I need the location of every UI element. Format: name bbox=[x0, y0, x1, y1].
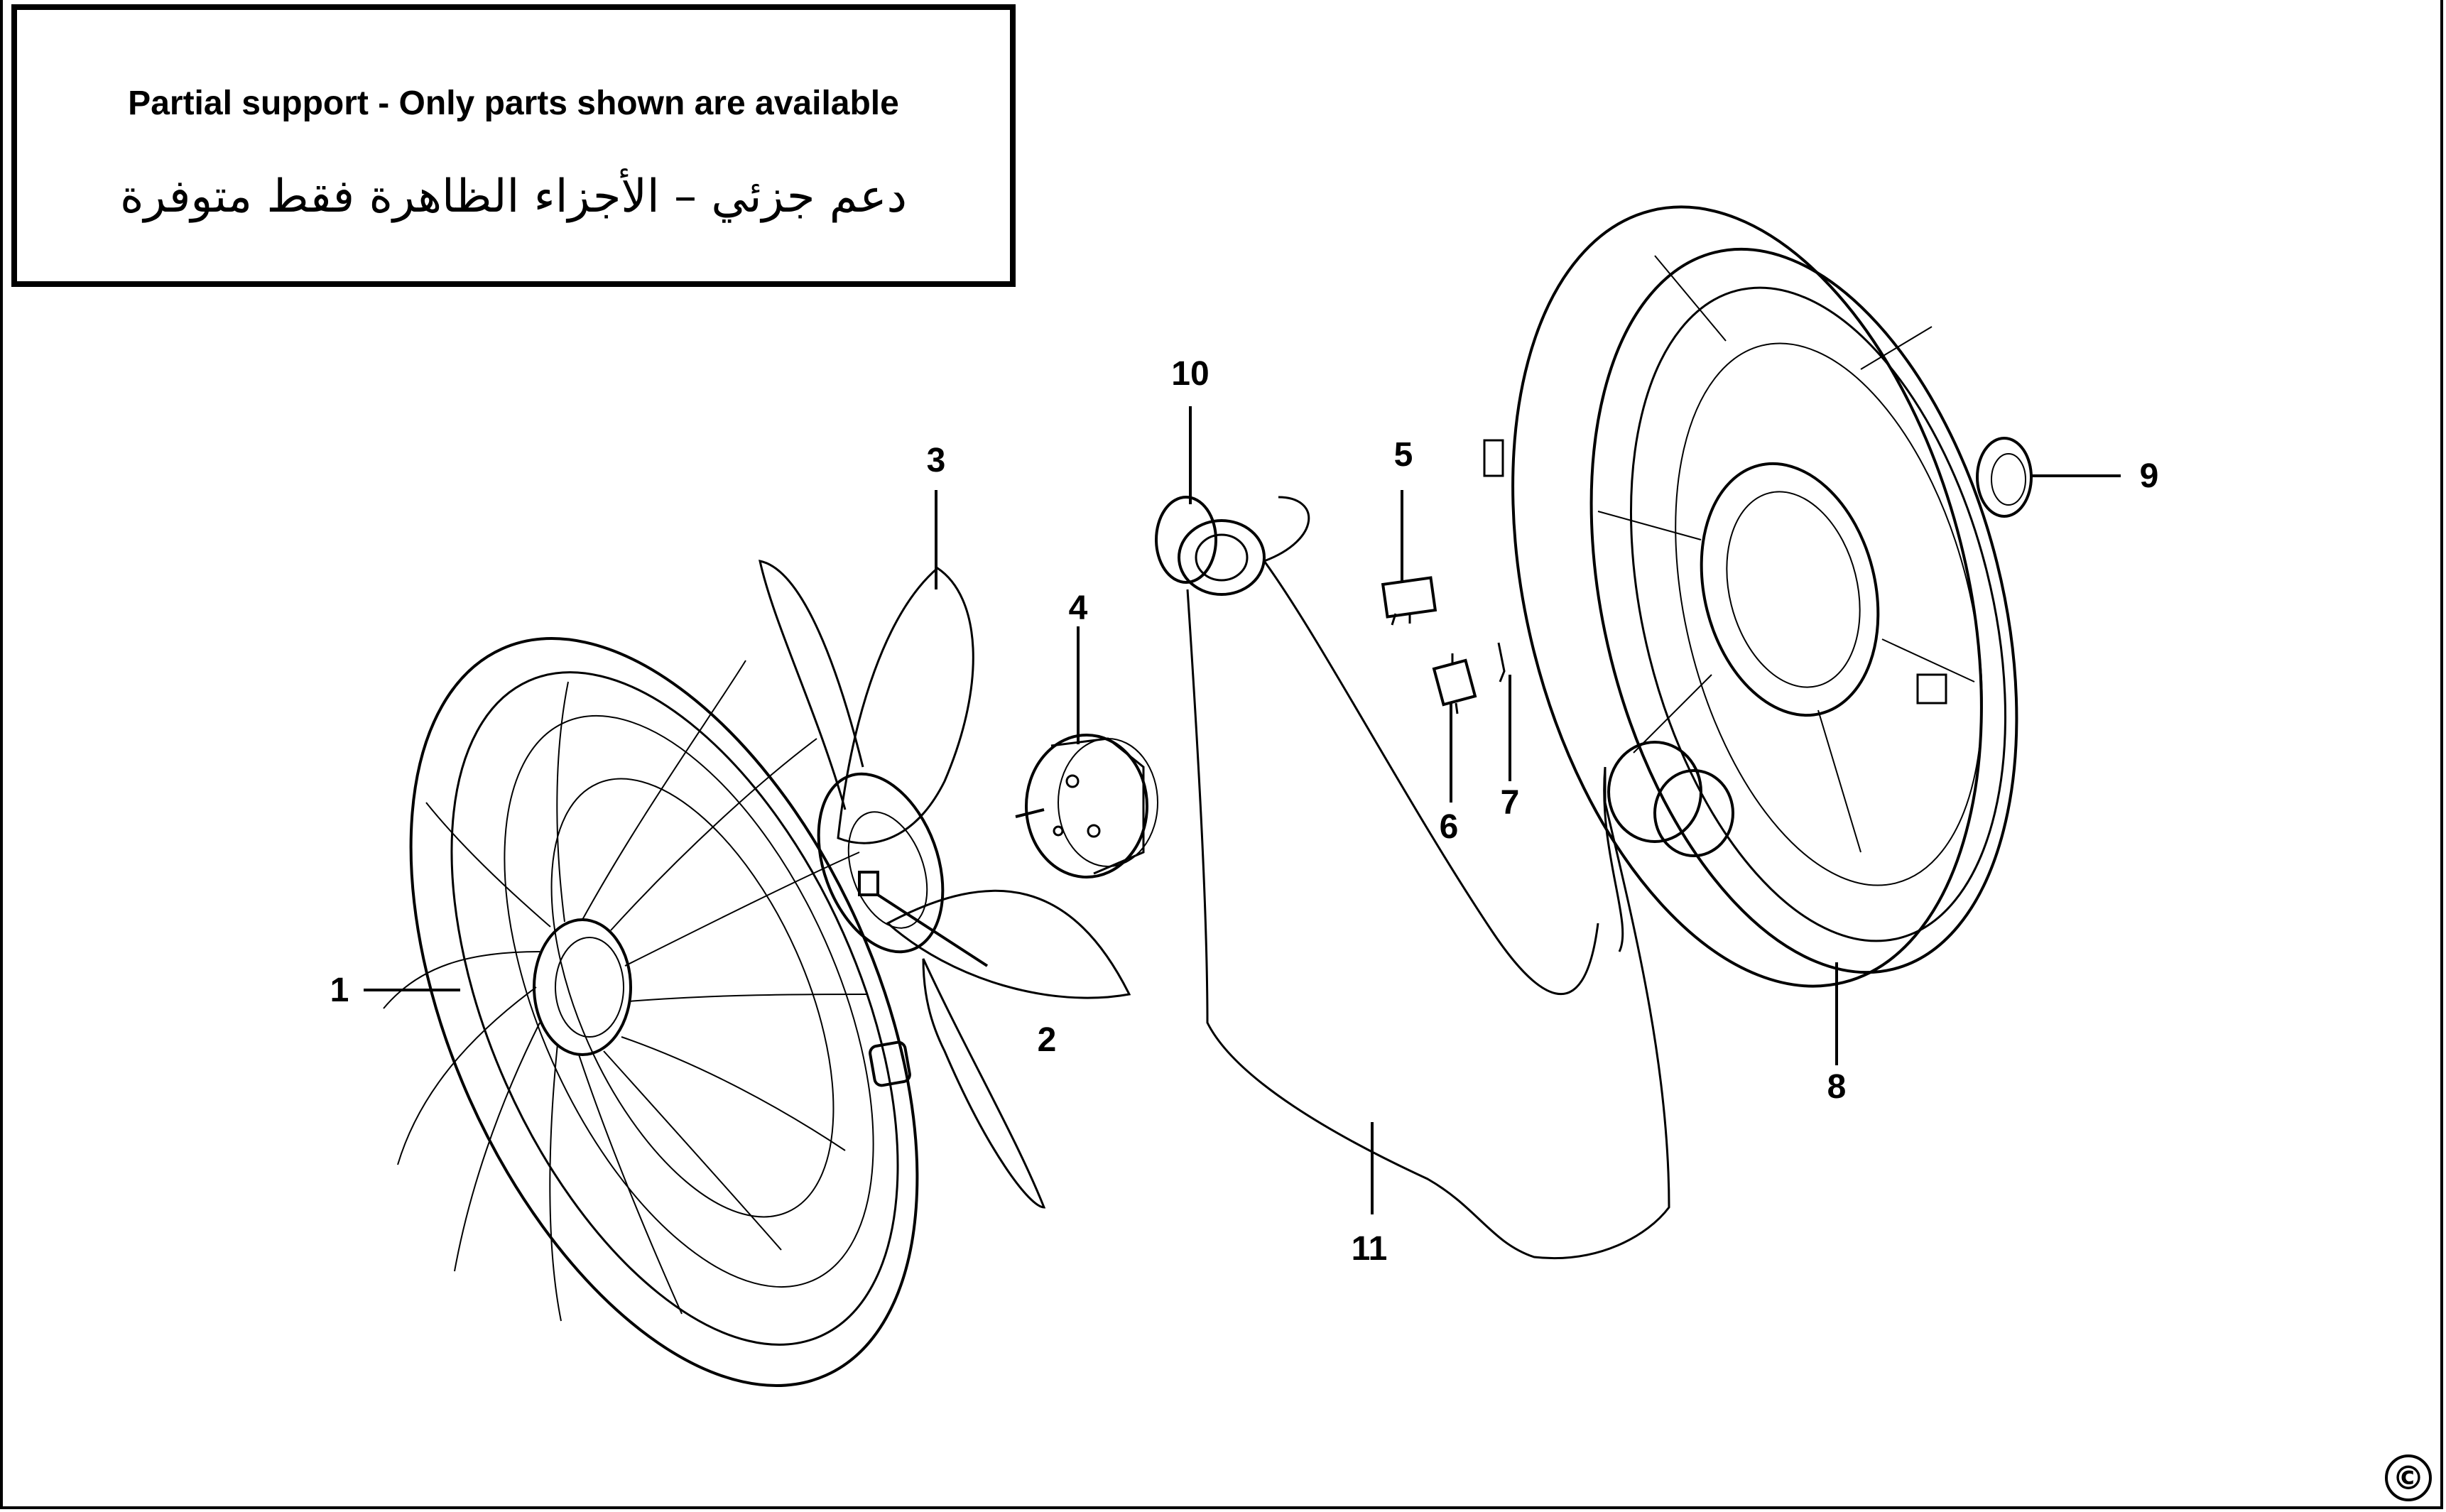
callout-10: 10 bbox=[1171, 355, 1209, 393]
blade-nut bbox=[858, 871, 989, 967]
switch bbox=[1432, 653, 1477, 714]
callout-5: 5 bbox=[1394, 436, 1413, 474]
callouts: 1 2 3 4 5 6 7 8 9 10 11 bbox=[330, 355, 2159, 1268]
front-guard bbox=[383, 637, 919, 1387]
callout-2: 2 bbox=[1038, 1021, 1057, 1059]
callout-11: 11 bbox=[1352, 1230, 1388, 1268]
rear-cap bbox=[1976, 437, 2033, 518]
fan-blade bbox=[759, 560, 1131, 1209]
callout-1: 1 bbox=[330, 972, 349, 1009]
wire bbox=[1497, 642, 1506, 682]
availability-notice: Partial support - Only parts shown are a… bbox=[11, 4, 1016, 287]
notice-arabic: دعم جزئي – الأجزاء الظاهرة فقط متوفرة bbox=[119, 170, 908, 223]
callout-3: 3 bbox=[927, 442, 946, 479]
callout-4: 4 bbox=[1069, 589, 1088, 627]
notice-english: Partial support - Only parts shown are a… bbox=[128, 85, 899, 122]
bushing bbox=[1155, 496, 1266, 596]
capacitor bbox=[1381, 576, 1437, 626]
callout-9: 9 bbox=[2140, 457, 2159, 495]
motor bbox=[1015, 734, 1158, 879]
rear-guard bbox=[1483, 205, 2018, 988]
callout-8: 8 bbox=[1827, 1068, 1847, 1106]
leader-lines bbox=[364, 406, 2121, 1214]
copyright-symbol: © bbox=[2385, 1454, 2432, 1501]
stand bbox=[1186, 496, 1670, 1259]
callout-7: 7 bbox=[1501, 784, 1520, 822]
callout-6: 6 bbox=[1440, 808, 1459, 846]
